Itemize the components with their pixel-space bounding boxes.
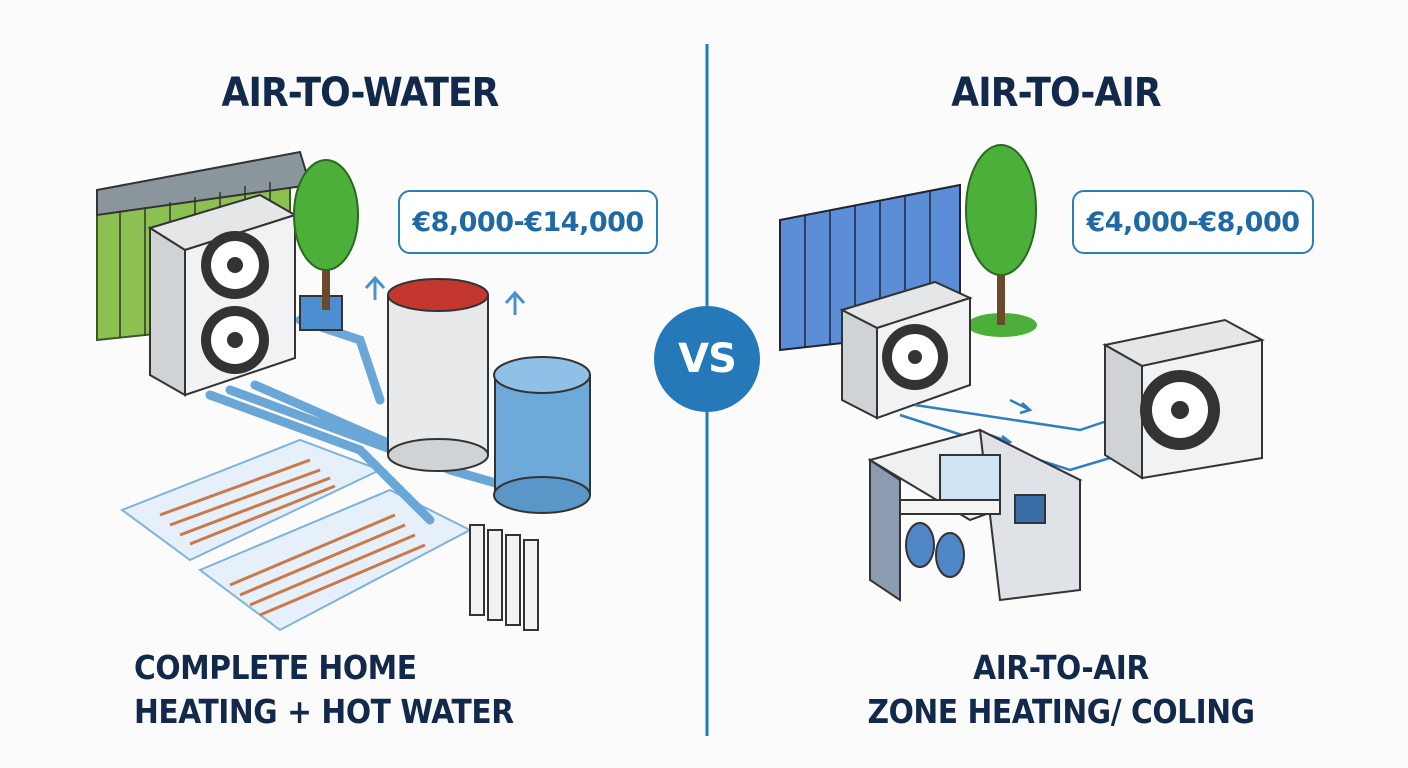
- indoor-unit: [1102, 318, 1265, 480]
- underfloor-heating-mats: [119, 438, 473, 632]
- air-to-air-caption-line-2: ZONE HEATING/ COLING: [867, 692, 1256, 731]
- air-to-water-caption-line-1: COMPLETE HOME: [134, 648, 417, 687]
- air-to-air-caption: AIR-TO-AIR ZONE HEATING/ COLING: [867, 646, 1256, 734]
- office-room: [867, 428, 1083, 602]
- radiator: [469, 524, 539, 631]
- air-to-air-outdoor-unit: [839, 280, 973, 420]
- tree-left: [293, 159, 359, 310]
- air-to-air-caption-line-1: AIR-TO-AIR: [973, 648, 1149, 687]
- air-to-water-title: AIR-TO-WATER: [221, 70, 499, 116]
- air-to-water-caption-line-2: HEATING + HOT WATER: [134, 692, 514, 731]
- air-to-air-illustration: [779, 144, 1265, 602]
- air-to-air-title: AIR-TO-AIR: [951, 70, 1161, 116]
- air-to-water-outdoor-unit: [147, 193, 298, 397]
- heat-up-arrow-icon: [364, 275, 386, 300]
- tree-right: [965, 144, 1037, 337]
- vs-badge: VS: [654, 306, 760, 412]
- air-to-air-price-badge: €4,000-€8,000: [1072, 190, 1314, 254]
- buffer-tank: [493, 356, 591, 514]
- water-drop-arrow-icon: [504, 290, 526, 315]
- air-to-water-caption: COMPLETE HOME HEATING + HOT WATER: [134, 646, 514, 734]
- air-to-water-illustration: [96, 150, 591, 632]
- control-box: [299, 295, 343, 331]
- hot-water-cylinder: [387, 278, 489, 472]
- air-to-water-price-badge: €8,000-€14,000: [398, 190, 658, 254]
